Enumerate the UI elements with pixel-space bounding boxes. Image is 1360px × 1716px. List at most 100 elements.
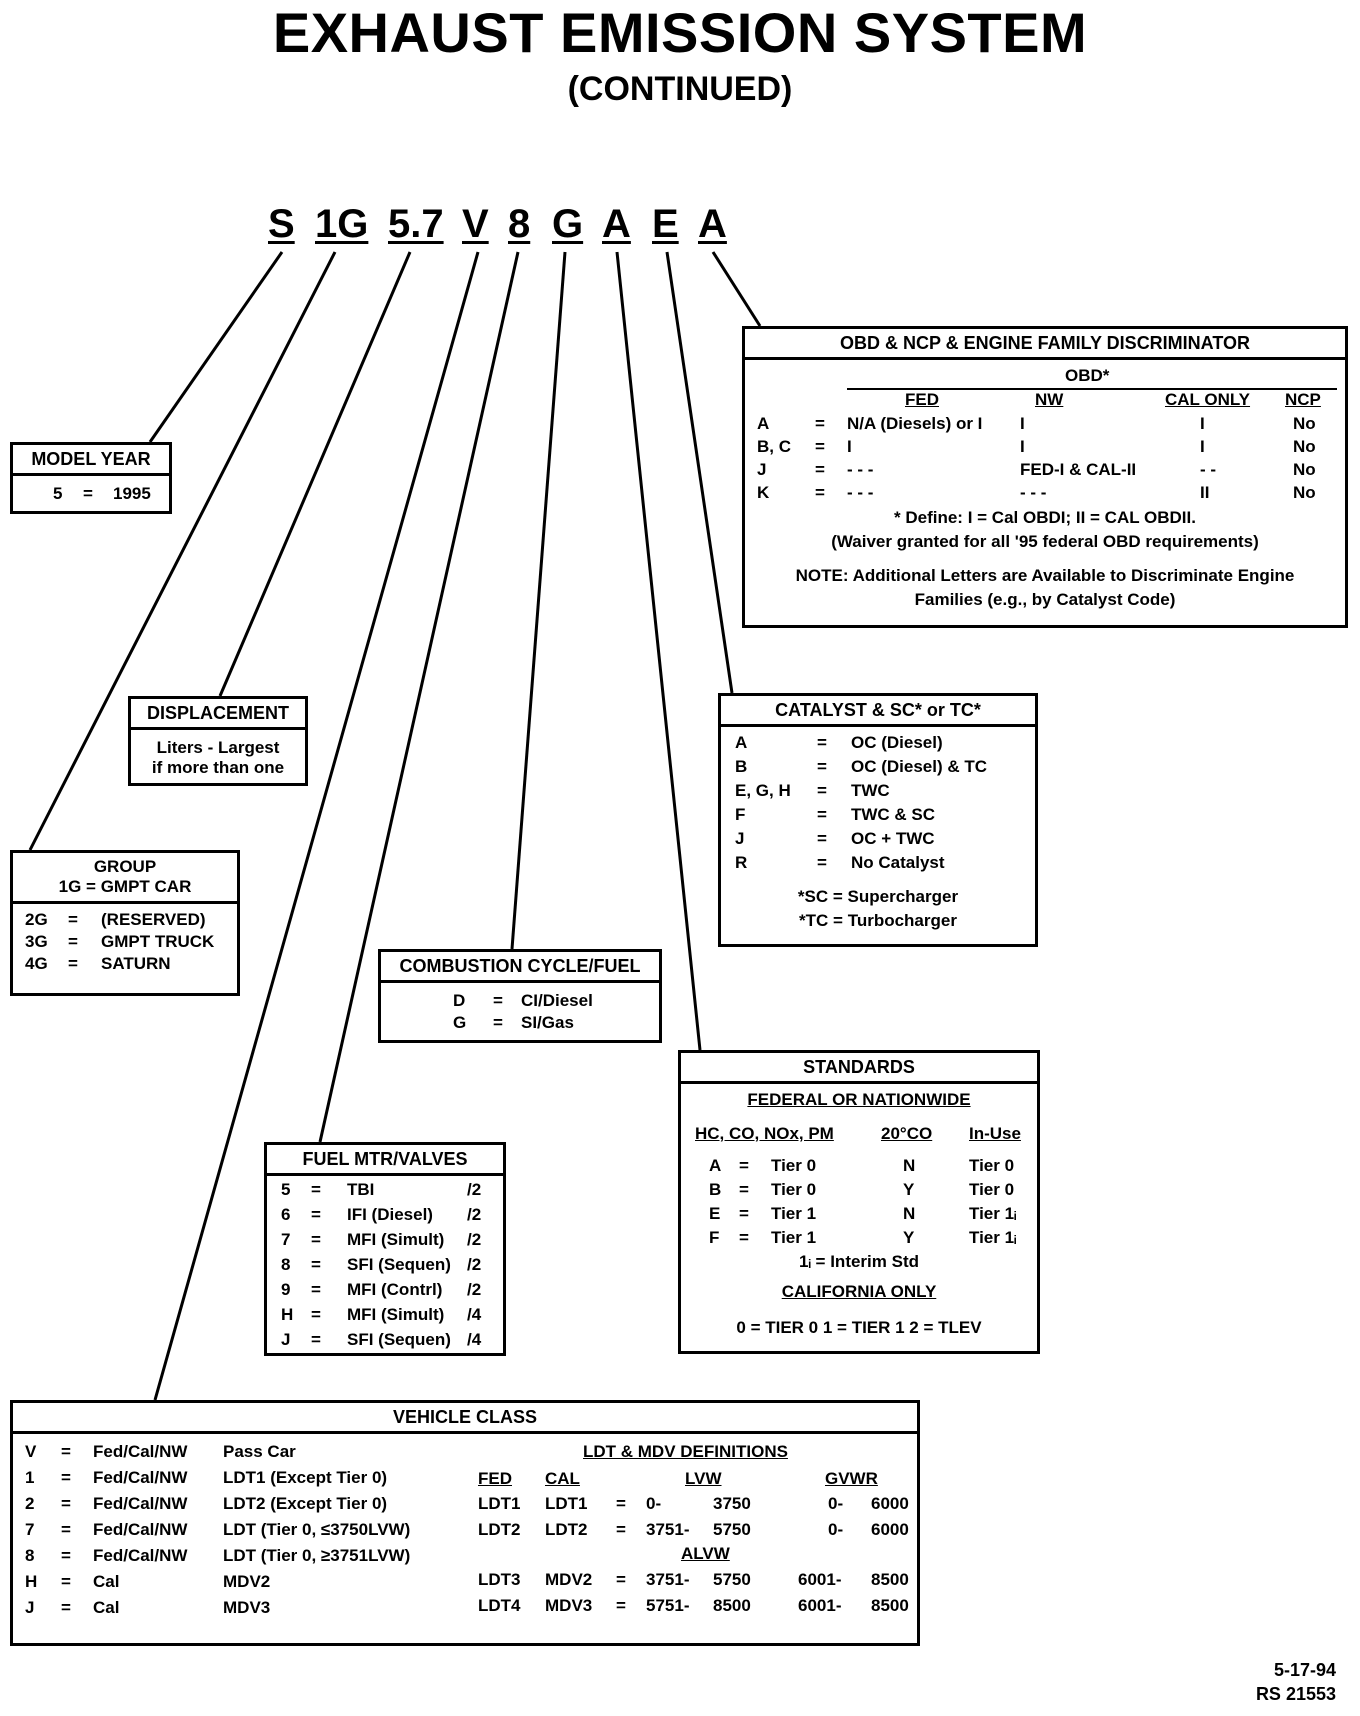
standards-cal-only: CALIFORNIA ONLY <box>781 1282 937 1301</box>
standards-col-co: 20°CO <box>881 1124 933 1143</box>
cell: = <box>739 1204 749 1223</box>
cell: = <box>311 1305 321 1324</box>
vehicle-header: VEHICLE CLASS <box>13 1403 917 1434</box>
displacement-line2: if more than one <box>151 758 285 777</box>
table-row: 9=MFI (Contrl)/2 <box>267 1280 503 1305</box>
cell: 0- <box>646 1494 662 1513</box>
group-box: GROUP 1G = GMPT CAR 2G=(RESERVED) 3G=GMP… <box>10 850 240 996</box>
cell: 5751- <box>646 1596 690 1615</box>
cell: CI/Diesel <box>521 991 593 1010</box>
obd-note1: NOTE: Additional Letters are Available t… <box>795 566 1295 585</box>
code-char: A <box>602 202 631 246</box>
cell: 8500 <box>871 1570 909 1589</box>
cell: 8500 <box>713 1596 751 1615</box>
cell: = <box>311 1205 321 1224</box>
table-row: 8=SFI (Sequen)/2 <box>267 1255 503 1280</box>
standards-col-hc: HC, CO, NOx, PM <box>695 1124 834 1143</box>
cell: Tier 1 <box>771 1228 817 1247</box>
cell: = <box>61 1442 71 1461</box>
cell: 5 <box>53 484 63 503</box>
cell: N <box>903 1156 916 1175</box>
model-year-box: MODEL YEAR 5 = 1995 <box>10 442 172 514</box>
table-row: 7=MFI (Simult)/2 <box>267 1230 503 1255</box>
cell: E, G, H <box>735 781 791 800</box>
code-char: 5.7 <box>388 202 444 246</box>
group-header: GROUP <box>93 857 157 876</box>
cell: = <box>493 1013 503 1032</box>
cell: Tier 0 <box>969 1180 1015 1199</box>
cell: MDV3 <box>545 1596 593 1615</box>
cell: = <box>61 1520 71 1539</box>
obd-header: OBD & NCP & ENGINE FAMILY DISCRIMINATOR <box>745 329 1345 360</box>
cell: H <box>25 1572 38 1591</box>
cell: MDV2 <box>223 1572 271 1591</box>
cell: LDT1 (Except Tier 0) <box>223 1468 388 1487</box>
table-row: H=MFI (Simult)/4 <box>267 1305 503 1330</box>
cell: FED-I & CAL-II <box>1020 460 1137 479</box>
obd-note2: Families (e.g., by Catalyst Code) <box>914 590 1176 609</box>
cell: = <box>311 1280 321 1299</box>
cell: 4G <box>25 954 48 973</box>
cell: IFI (Diesel) <box>347 1205 433 1224</box>
standards-col-inuse: In-Use <box>969 1124 1021 1143</box>
cell: Tier 1ᵢ <box>969 1228 1017 1247</box>
cell: 7 <box>25 1520 35 1539</box>
cell: SFI (Sequen) <box>347 1255 451 1274</box>
cell: MDV3 <box>223 1598 271 1617</box>
cell: B <box>735 757 748 776</box>
cell: Fed/Cal/NW <box>93 1442 188 1461</box>
obd-col-fed: FED <box>905 390 939 409</box>
cell: 0- <box>828 1494 844 1513</box>
cell: MDV2 <box>545 1570 593 1589</box>
cell: I <box>847 437 852 456</box>
cell: = <box>83 484 93 503</box>
cell: /4 <box>467 1330 482 1349</box>
cell: Fed/Cal/NW <box>93 1494 188 1513</box>
cell: LDT2 (Except Tier 0) <box>223 1494 388 1513</box>
cell: Fed/Cal/NW <box>93 1468 188 1487</box>
combustion-header: COMBUSTION CYCLE/FUEL <box>381 952 659 983</box>
cell: LDT2 <box>545 1520 588 1539</box>
defs-col-cal: CAL <box>545 1469 580 1488</box>
cell: 8500 <box>871 1596 909 1615</box>
page-title: EXHAUST EMISSION SYSTEM <box>272 1 1088 64</box>
cell: /2 <box>467 1255 482 1274</box>
cell: B <box>709 1180 722 1199</box>
cell: 5750 <box>713 1570 751 1589</box>
cell: = <box>817 757 827 776</box>
cell: - - - <box>847 460 874 479</box>
cell: 6000 <box>871 1494 909 1513</box>
cell: I <box>1020 414 1025 433</box>
catalyst-foot1: *SC = Supercharger <box>797 887 959 906</box>
displacement-header: DISPLACEMENT <box>131 699 305 730</box>
obd-col-ncp: NCP <box>1285 390 1321 409</box>
cell: GMPT TRUCK <box>101 932 215 951</box>
cell: = <box>815 460 825 479</box>
catalyst-box: CATALYST & SC* or TC* A=OC (Diesel)B = OC … <box>718 693 1038 947</box>
cell: = <box>61 1546 71 1565</box>
cell: = <box>817 829 827 848</box>
cell: A <box>757 414 770 433</box>
cell: J <box>757 460 767 479</box>
cell: 8 <box>281 1255 291 1274</box>
cell: = <box>68 932 78 951</box>
defs-col-gvwr: GVWR <box>825 1469 878 1488</box>
cell: LDT (Tier 0, ≥3751LVW) <box>223 1546 411 1565</box>
table-row: A=OC (Diesel) <box>721 733 1035 757</box>
cell: OC (Diesel) <box>851 733 943 752</box>
cell: = <box>493 991 503 1010</box>
cell: 5750 <box>713 1520 751 1539</box>
table-row: J=- - -FED-I & CAL-II- -No <box>745 460 1345 483</box>
cell: II <box>1200 483 1210 502</box>
model-year-header: MODEL YEAR <box>13 445 169 476</box>
code-char: G <box>552 202 584 246</box>
cell: N <box>903 1204 916 1223</box>
cell: = <box>815 483 825 502</box>
obd-define: * Define: I = Cal OBDI; II = CAL OBDII. <box>894 508 1196 527</box>
catalyst-header: CATALYST & SC* or TC* <box>721 696 1035 727</box>
